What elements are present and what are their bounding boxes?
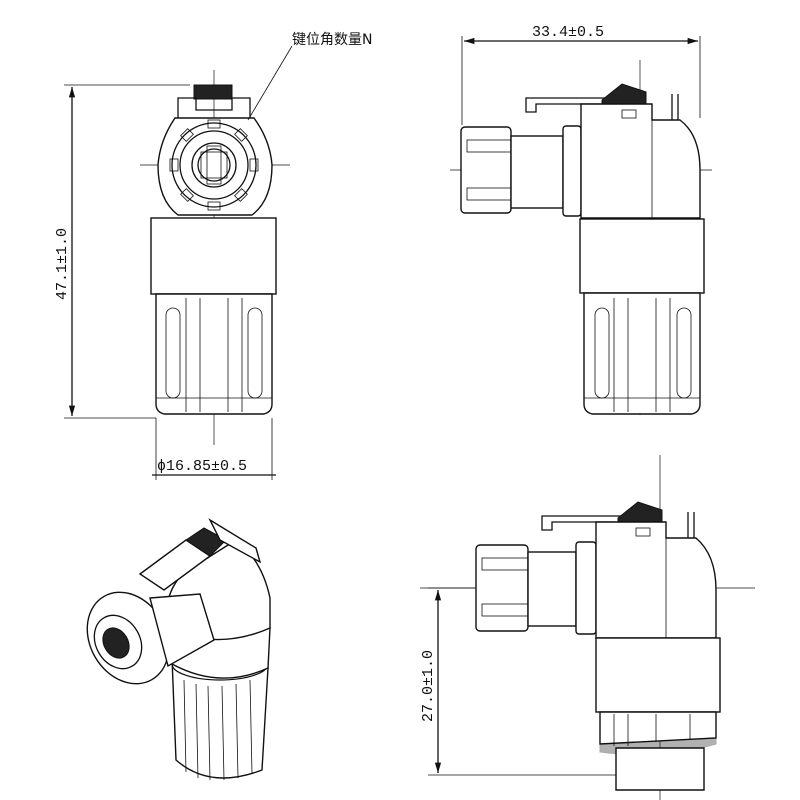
width-dimension: 33.4±0.5 bbox=[532, 24, 604, 41]
height-dimension: 47.1±1.0 bbox=[54, 228, 71, 300]
isometric-view bbox=[86, 518, 271, 781]
diameter-dimension: ϕ16.85±0.5 bbox=[157, 458, 247, 475]
side-view: 33.4±0.5 bbox=[450, 24, 712, 415]
offset-dimension: 27.0±1.0 bbox=[420, 650, 437, 722]
section-view: 27.0±1.0 bbox=[420, 455, 755, 800]
keying-count-note: 键位角数量N bbox=[292, 32, 372, 48]
front-view: 47.1±1.0 ϕ16.85±0.5 键位角数量N bbox=[54, 32, 372, 480]
